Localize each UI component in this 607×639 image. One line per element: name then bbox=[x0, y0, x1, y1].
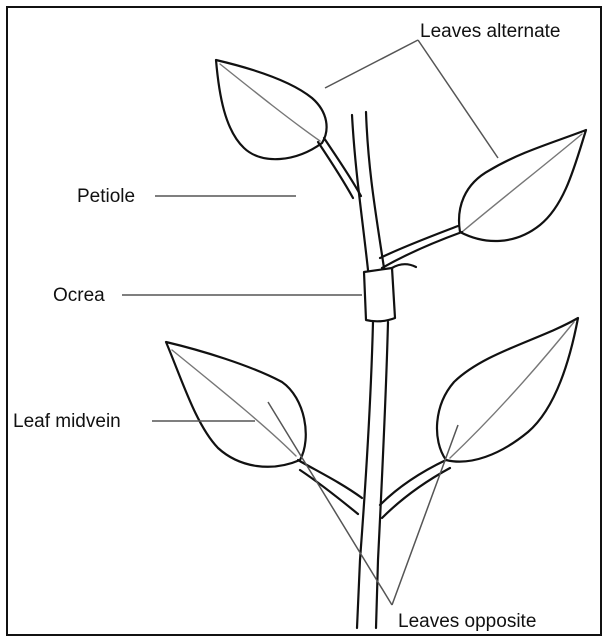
label-petiole: Petiole bbox=[77, 186, 135, 207]
ocrea-sheath bbox=[364, 264, 416, 321]
label-leaves-alternate: Leaves alternate bbox=[420, 21, 561, 42]
label-leaf-midvein: Leaf midvein bbox=[13, 411, 121, 432]
leaf-lower-right bbox=[380, 318, 578, 518]
leaf-lower-left bbox=[166, 342, 362, 514]
main-stem bbox=[357, 322, 388, 628]
leader-leaves-alternate bbox=[325, 40, 498, 158]
label-ocrea: Ocrea bbox=[53, 285, 105, 306]
leaf-upper-right bbox=[380, 130, 586, 268]
label-leaves-opposite: Leaves opposite bbox=[398, 611, 536, 632]
upper-stem bbox=[352, 112, 384, 270]
